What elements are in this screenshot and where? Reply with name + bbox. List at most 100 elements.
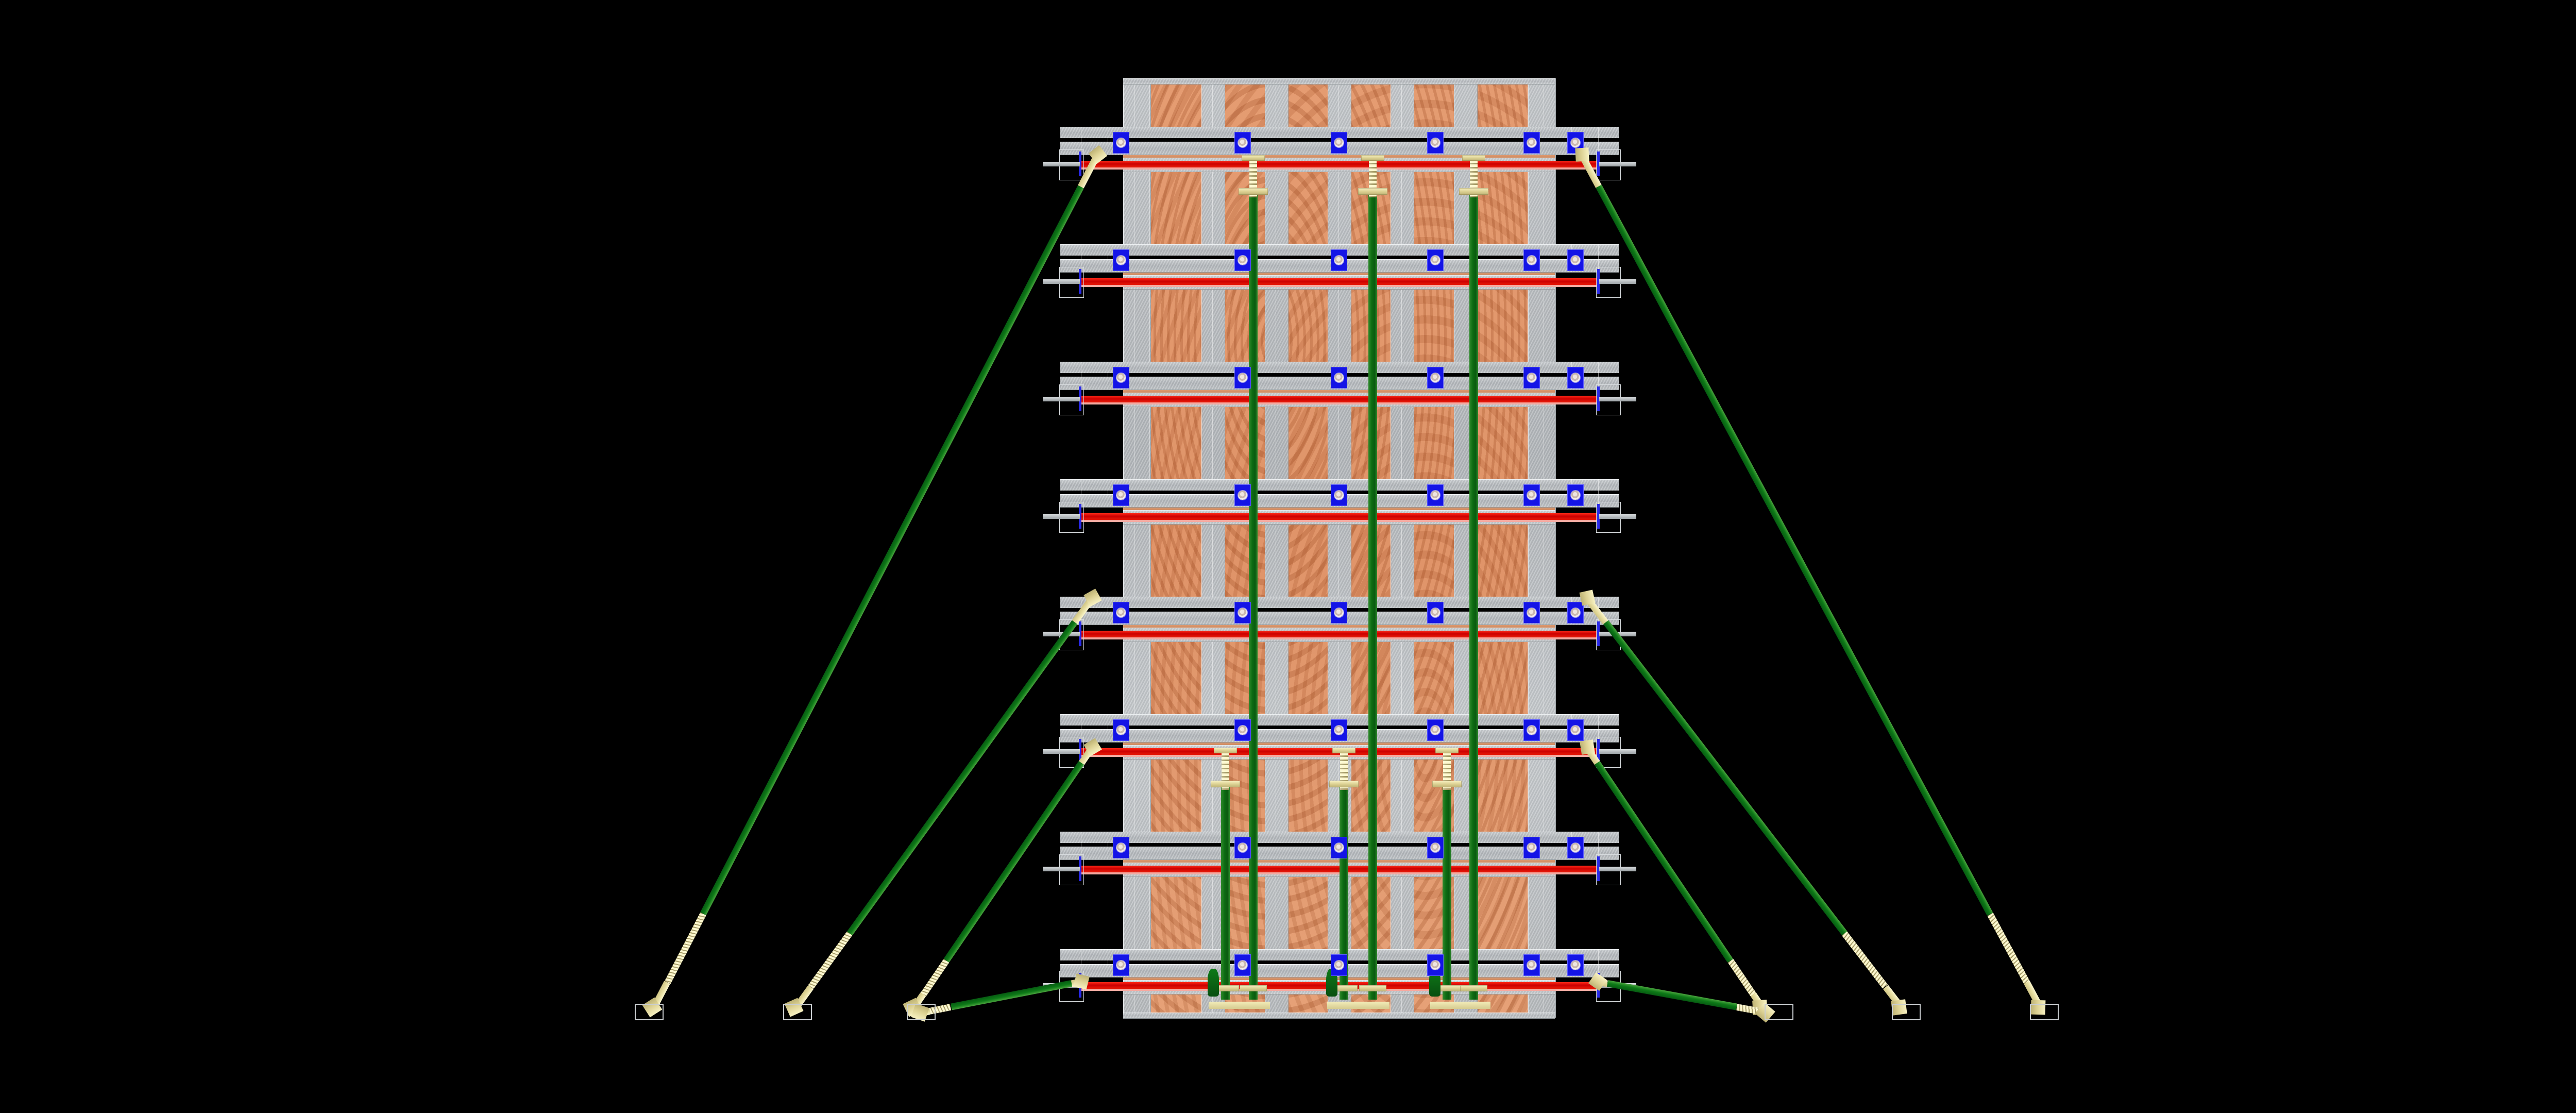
anchor-plate[interactable] bbox=[1523, 719, 1540, 741]
prop-tube[interactable] bbox=[1249, 194, 1258, 1000]
prop-collar-nut[interactable] bbox=[1358, 188, 1387, 195]
prop-tube[interactable] bbox=[1368, 194, 1377, 1000]
anchor-plate[interactable] bbox=[1113, 837, 1129, 858]
anchor-plate[interactable] bbox=[1331, 602, 1347, 623]
anchor-plate[interactable] bbox=[1234, 719, 1251, 741]
anchor-plate[interactable] bbox=[1234, 367, 1251, 389]
base-plate[interactable] bbox=[1765, 1004, 1793, 1020]
anchor-plate[interactable] bbox=[1567, 719, 1584, 741]
anchor-plate[interactable] bbox=[1523, 249, 1540, 271]
anchor-plate[interactable] bbox=[1567, 367, 1584, 389]
prop-thread bbox=[1222, 751, 1229, 790]
prop-thread bbox=[1249, 158, 1257, 197]
anchor-washer-icon bbox=[1527, 138, 1536, 148]
anchor-plate[interactable] bbox=[1523, 484, 1540, 506]
brace-threaded-spindle[interactable] bbox=[1727, 958, 1756, 997]
tie-end-washer bbox=[1597, 739, 1600, 764]
brace-tube[interactable] bbox=[1606, 980, 1737, 1010]
anchor-plate[interactable] bbox=[1567, 837, 1584, 858]
waler-seam bbox=[1598, 127, 1599, 154]
prop-collar-nut[interactable] bbox=[1239, 188, 1268, 195]
brace-tube[interactable] bbox=[1603, 620, 1848, 936]
tie-rod-highlight bbox=[1081, 402, 1598, 404]
prop-thread bbox=[1340, 751, 1348, 790]
anchor-plate[interactable] bbox=[1331, 719, 1347, 741]
anchor-plate[interactable] bbox=[1523, 602, 1540, 623]
anchor-plate[interactable] bbox=[1113, 484, 1129, 506]
tie-rod-stub bbox=[1043, 867, 1080, 871]
anchor-plate[interactable] bbox=[1427, 484, 1444, 506]
anchor-plate[interactable] bbox=[1331, 484, 1347, 506]
brace-tube[interactable] bbox=[950, 980, 1072, 1010]
brace-threaded-spindle[interactable] bbox=[1842, 931, 1888, 989]
anchor-plate[interactable] bbox=[1113, 602, 1129, 623]
anchor-plate[interactable] bbox=[1331, 837, 1347, 858]
anchor-washer-icon bbox=[1431, 842, 1440, 853]
anchor-plate[interactable] bbox=[1567, 484, 1584, 506]
prop-top-plate bbox=[1435, 748, 1459, 753]
anchor-plate[interactable] bbox=[1427, 132, 1444, 154]
base-plate[interactable] bbox=[1892, 1004, 1921, 1020]
anchor-plate[interactable] bbox=[1427, 719, 1444, 741]
tie-rod bbox=[1081, 278, 1598, 285]
anchor-plate[interactable] bbox=[1113, 719, 1129, 741]
anchor-plate[interactable] bbox=[1113, 367, 1129, 389]
anchor-plate[interactable] bbox=[1427, 602, 1444, 623]
anchor-plate[interactable] bbox=[1331, 954, 1347, 976]
brace-tube[interactable] bbox=[1596, 184, 1993, 916]
anchor-plate[interactable] bbox=[1331, 367, 1347, 389]
anchor-plate[interactable] bbox=[1523, 837, 1540, 858]
anchor-plate[interactable] bbox=[1567, 249, 1584, 271]
anchor-plate[interactable] bbox=[1234, 837, 1251, 858]
prop-foot-nut[interactable] bbox=[1460, 985, 1487, 991]
anchor-plate[interactable] bbox=[1113, 249, 1129, 271]
anchor-plate[interactable] bbox=[1234, 954, 1251, 976]
base-plate[interactable] bbox=[2030, 1004, 2059, 1020]
prop-collar-nut[interactable] bbox=[1459, 188, 1488, 195]
base-plate[interactable] bbox=[783, 1004, 812, 1020]
anchor-plate[interactable] bbox=[1113, 954, 1129, 976]
anchor-plate[interactable] bbox=[1427, 837, 1444, 858]
prop-tube[interactable] bbox=[1443, 787, 1451, 1000]
prop-base-shoe bbox=[1236, 1002, 1270, 1009]
prop-foot-nut[interactable] bbox=[1359, 985, 1386, 991]
tie-rod-stub bbox=[1599, 162, 1636, 166]
anchor-plate[interactable] bbox=[1331, 132, 1347, 154]
anchor-plate[interactable] bbox=[1523, 132, 1540, 154]
anchor-plate[interactable] bbox=[1567, 954, 1584, 976]
brace-threaded-spindle[interactable] bbox=[664, 912, 706, 984]
anchor-plate[interactable] bbox=[1567, 602, 1584, 623]
anchor-washer-icon bbox=[1527, 490, 1536, 500]
brace-threaded-spindle[interactable] bbox=[808, 932, 852, 989]
anchor-plate[interactable] bbox=[1523, 367, 1540, 389]
prop-foot-nut[interactable] bbox=[1240, 985, 1267, 991]
prop-tube[interactable] bbox=[1469, 194, 1478, 1000]
base-plate[interactable] bbox=[907, 1004, 936, 1020]
anchor-washer-icon bbox=[1238, 490, 1247, 500]
anchor-plate[interactable] bbox=[1427, 367, 1444, 389]
anchor-plate[interactable] bbox=[1234, 602, 1251, 623]
prop-tube[interactable] bbox=[1221, 787, 1230, 1000]
brace-threaded-spindle[interactable] bbox=[920, 958, 950, 997]
anchor-washer-icon bbox=[1334, 608, 1344, 618]
anchor-plate[interactable] bbox=[1113, 132, 1129, 154]
anchor-plate[interactable] bbox=[1331, 249, 1347, 271]
anchor-plate[interactable] bbox=[1427, 954, 1444, 976]
anchor-washer-icon bbox=[1116, 608, 1126, 618]
brace-threaded-spindle[interactable] bbox=[1987, 913, 2030, 984]
tie-rod-stub bbox=[1599, 514, 1636, 519]
brace-tube[interactable] bbox=[700, 185, 1084, 916]
anchor-plate[interactable] bbox=[1234, 132, 1251, 154]
anchor-washer-icon bbox=[1116, 960, 1126, 970]
anchor-plate[interactable] bbox=[1427, 249, 1444, 271]
brace-tube[interactable] bbox=[846, 620, 1077, 936]
prop-collar-nut[interactable] bbox=[1329, 781, 1359, 787]
anchor-plate[interactable] bbox=[1234, 484, 1251, 506]
prop-collar-nut[interactable] bbox=[1211, 781, 1240, 787]
base-plate[interactable] bbox=[635, 1004, 664, 1020]
anchor-washer-icon bbox=[1334, 373, 1344, 383]
anchor-washer-icon bbox=[1527, 842, 1536, 853]
prop-collar-nut[interactable] bbox=[1432, 781, 1462, 787]
anchor-plate[interactable] bbox=[1234, 249, 1251, 271]
anchor-plate[interactable] bbox=[1523, 954, 1540, 976]
